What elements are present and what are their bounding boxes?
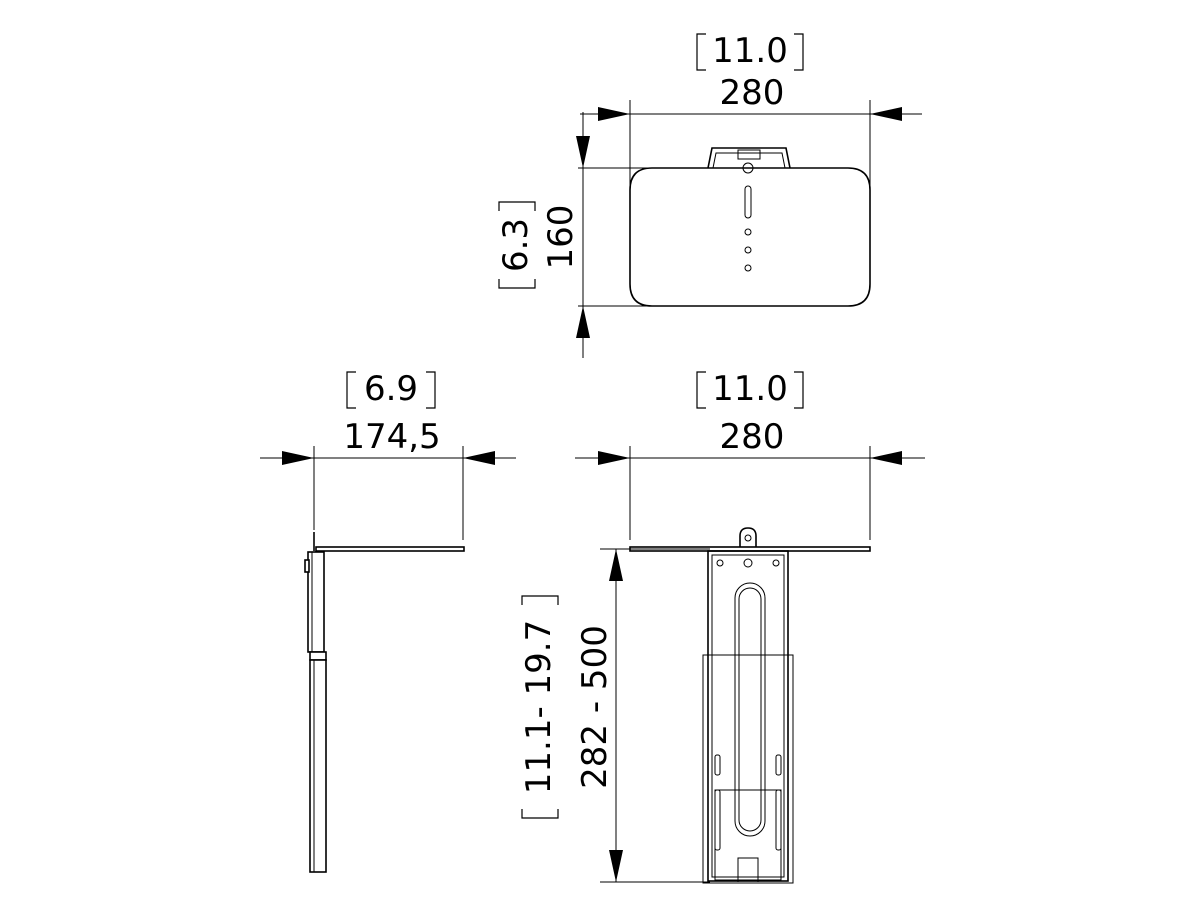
- side-tab: [304, 559, 310, 573]
- front-central-slot: [734, 582, 766, 837]
- top-hole-3: [744, 264, 752, 272]
- top-hole-1: [744, 228, 752, 236]
- side-lower-arm: [309, 659, 327, 873]
- front-height-inch-text: 11.1- 19.7: [519, 620, 559, 794]
- top-height-inch-label: 6.3: [496, 201, 536, 289]
- front-width-mm-label: 280: [720, 417, 785, 457]
- top-hole-2: [744, 246, 752, 254]
- front-top-tab: [739, 527, 757, 547]
- front-upper-bracket: [707, 550, 789, 882]
- top-width-inch-label: 11.0: [696, 31, 804, 71]
- side-depth-inch-text: 6.9: [364, 369, 418, 409]
- top-slot-hole: [744, 185, 752, 219]
- top-width-dimension-line: [580, 107, 922, 121]
- side-joint: [309, 651, 327, 661]
- front-view: 11.0 280 11.1- 19.7 282 - 500: [519, 369, 925, 884]
- side-depth-inch-label: 6.9: [346, 369, 436, 409]
- top-width-mm-label: 280: [720, 73, 785, 113]
- top-height-inch-text: 6.3: [496, 218, 536, 272]
- side-shelf-plate: [315, 546, 465, 552]
- side-depth-mm-label: 174,5: [343, 417, 440, 457]
- front-height-mm-label: 282 - 500: [575, 625, 615, 789]
- top-view: 11.0 280 6.3 160: [496, 31, 922, 358]
- side-upper-arm: [307, 551, 325, 653]
- front-width-inch-label: 11.0: [696, 369, 804, 409]
- side-depth-dimension-line: [260, 451, 516, 465]
- front-height-dimension-line: [609, 549, 623, 882]
- top-shelf-plate: [629, 167, 871, 307]
- front-lower-bracket: [702, 654, 794, 884]
- top-height-mm-label: 160: [541, 205, 581, 270]
- front-height-inch-label: 11.1- 19.7: [519, 595, 559, 819]
- top-hook-clip: [707, 147, 791, 174]
- top-height-dimension-line: [576, 112, 590, 358]
- front-bottom-notch: [737, 857, 759, 882]
- front-width-dimension-line: [575, 451, 925, 465]
- front-width-inch-text: 11.0: [712, 369, 788, 409]
- side-view: 6.9 174,5: [260, 369, 516, 873]
- top-width-inch-text: 11.0: [712, 31, 788, 71]
